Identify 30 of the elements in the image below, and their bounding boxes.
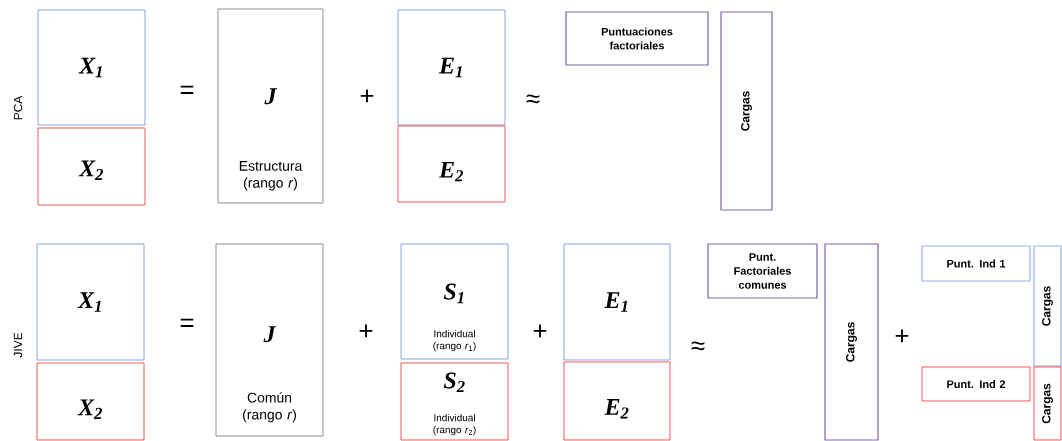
matrix-box: J Estructura (rango r) [217,8,324,204]
matrix-box: Punt. Ind 2 [921,366,1031,402]
matrix-box: E$_{1}$ [563,243,671,361]
operator-sign: ≈ [526,94,540,104]
operator-sign: + [895,329,909,343]
matrix-box: X$_{1}$ [37,9,146,126]
matrix-box: Cargas [824,243,879,441]
operator-sign: + [360,89,374,103]
matrix-box: J Común (rango r) [215,243,324,437]
operator-sign: + [359,324,373,338]
matrix-box: X$_{2}$ [36,362,145,441]
operator-sign: = [180,85,194,94]
matrix-box: Punt. Ind 1 [921,245,1031,282]
operator-sign: + [533,324,547,338]
matrix-box: Cargas [1033,366,1062,441]
matrix-box: Cargas [1033,245,1062,367]
row-label: PCA [13,95,23,120]
matrix-box: S$_{2}$ Individual (rango r$_{2}$) [400,362,509,441]
operator-sign: = [180,318,194,327]
matrix-box: E$_{1}$ [397,9,506,126]
matrix-box: X$_{2}$ [37,127,146,206]
matrix-box: S$_{1}$ Individual (rango r$_{1}$) [400,243,509,360]
operator-sign: ≈ [691,341,705,351]
matrix-box: X$_{1}$ [36,243,145,361]
matrix-box: Puntuaciones factoriales [565,11,709,66]
row-label: JIVE [13,332,23,358]
matrix-box: Punt. Factoriales comunes [707,243,818,299]
matrix-box: Cargas [720,11,773,211]
matrix-box: E$_{2}$ [563,361,671,441]
matrix-box: E$_{2}$ [397,125,506,203]
